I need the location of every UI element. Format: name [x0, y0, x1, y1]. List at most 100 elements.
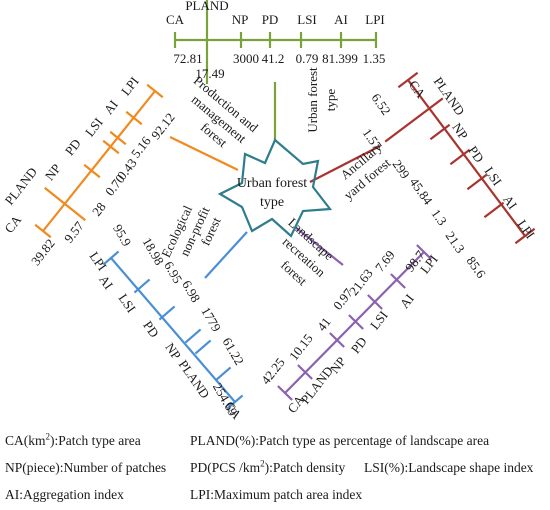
metric-value-landscape-ai: 7.69: [372, 247, 398, 274]
legend-ca-suffix: ):Patch type area: [50, 433, 141, 448]
tick-ecological-np: [158, 305, 176, 321]
metric-value-ancillary-ai: 21.3: [443, 229, 468, 256]
metric-name-production-lsi: LSI: [82, 115, 106, 140]
metric-name-urban_forest_type-pland: PLAND: [185, 0, 228, 13]
legend-ai: AI:Aggregation index: [5, 487, 124, 502]
metric-value-ecological-pland: 61.22: [220, 335, 248, 368]
metric-value-urban_forest_type-np: 3000: [233, 51, 259, 66]
tick-production-ca: [34, 223, 52, 239]
center-label-line1: Urban forest: [237, 176, 307, 191]
metric-value-ecological-pd: 6.98: [179, 278, 203, 305]
branch-stem-production: [169, 136, 239, 171]
metric-name-production-ca: CA: [1, 212, 24, 236]
metric-value-production-ai: 5.16: [128, 133, 154, 161]
tick-ancillary-ca: [397, 71, 419, 89]
metric-name-landscape-lsi: LSI: [367, 308, 391, 333]
tick-landscape-ai: [390, 273, 406, 289]
metric-value-ecological-lpi: 95.9: [110, 222, 134, 249]
legend-pd-sup: 2: [260, 458, 265, 469]
metric-value-ecological-ca: 254.69: [210, 380, 241, 418]
branch-axis-ecological: [110, 257, 236, 403]
metric-value-ancillary-pd: 45.84: [407, 175, 436, 208]
metric-value-landscape-lsi: 21.63: [346, 266, 376, 298]
metric-name-urban_forest_type-ca: CA: [166, 12, 185, 27]
branch-axis-landscape: [284, 251, 425, 394]
tick-production-ai: [125, 110, 143, 126]
tick-ecological-pland: [133, 278, 151, 294]
metric-name-urban_forest_type-np: NP: [232, 12, 249, 27]
metric-value-landscape-pland: 10.15: [286, 331, 316, 363]
tick-ecological-lsi: [194, 339, 212, 355]
branch-urban_forest_type: CA72.81PLAND17.49NP3000PD41.2LSI0.79AI81…: [166, 0, 385, 140]
branch-axis-production: [42, 90, 156, 232]
center-layer: Urban forest type: [217, 138, 333, 238]
metric-name-production-lpi: LPI: [118, 74, 142, 99]
tick-ancillary-lsi: [466, 173, 488, 191]
metric-value-ancillary-lsi: 1.3: [428, 206, 450, 228]
tick-ancillary-pd: [449, 148, 471, 166]
legend-ca-sup: 2: [45, 431, 51, 442]
metric-name-production-pland: PLAND: [2, 164, 41, 207]
tick-landscape-pland: [297, 364, 313, 380]
center-pentagon: [217, 138, 333, 238]
tick-ecological-ai: [214, 366, 232, 382]
metric-value-urban_forest_type-ca: 72.81: [173, 51, 202, 66]
tick-landscape-lpi: [416, 244, 432, 260]
metric-name-ancillary-lsi: LSI: [482, 164, 505, 189]
tick-production-np: [83, 163, 101, 179]
tick-landscape-np: [329, 332, 345, 348]
metric-value-urban_forest_type-pd: 41.2: [262, 51, 285, 66]
tick-ecological-lpi: [226, 394, 244, 410]
metric-value-ancillary-lpi: 85.6: [464, 254, 490, 282]
legend-pd-suffix: ):Patch density: [264, 460, 346, 475]
metric-name-ecological-pland: PLAND: [176, 357, 213, 401]
tick-production-lpi: [146, 83, 164, 99]
branch-axis-ancillary: [407, 79, 526, 237]
metric-value-urban_forest_type-lsi: 0.79: [296, 51, 319, 66]
tick-ecological-pd: [184, 328, 202, 344]
legend-lpi: LPI:Maximum patch area index: [190, 487, 363, 502]
metric-value-ecological-lsi: 6.95: [161, 259, 185, 286]
metric-name-production-pd: PD: [62, 136, 84, 158]
urban-forest-diagram: CA72.81PLAND17.49NP3000PD41.2LSI0.79AI81…: [1, 0, 538, 420]
branch-label-urban_forest_type-line2: type: [323, 89, 338, 112]
legend-pd: PD(PCS /km2):Patch density: [190, 458, 346, 476]
branch-stem-ecological: [204, 231, 248, 279]
tick-production-lsi: [109, 130, 127, 146]
legend-ca: CA(km2):Patch type area: [5, 431, 141, 449]
metric-name-ecological-ca: CA: [222, 398, 245, 420]
metric-value-landscape-ca: 42.25: [258, 355, 288, 387]
legend-pland: PLAND(%):Patch type as percentage of lan…: [190, 433, 490, 448]
center-label-line2: type: [260, 195, 284, 210]
tick-ancillary-ai: [483, 201, 505, 219]
tick-landscape-lsi: [367, 294, 383, 310]
metric-value-production-ca: 39.82: [28, 236, 58, 268]
metric-name-urban_forest_type-lsi: LSI: [297, 12, 317, 27]
metric-name-ecological-ai: AI: [96, 272, 116, 292]
tick-ancillary-lpi: [514, 227, 536, 245]
legend-pd-prefix: PD(PCS /km: [190, 460, 261, 475]
metric-name-ecological-pd: PD: [140, 318, 162, 340]
tick-ancillary-pland: [384, 97, 444, 143]
metric-name-ancillary-pland: PLAND: [431, 74, 468, 118]
branch-stem-ancillary: [309, 145, 381, 183]
metric-name-landscape-ai: AI: [397, 291, 417, 311]
metric-value-urban_forest_type-lpi: 1.35: [363, 51, 386, 66]
tick-ancillary-np: [429, 123, 451, 141]
metric-name-landscape-pd: PD: [348, 334, 370, 356]
metric-value-ancillary-np: 299: [390, 157, 413, 182]
metric-value-ecological-np: 1779: [198, 304, 224, 334]
tick-ecological-ca: [102, 250, 120, 266]
tick-production-pland: [44, 186, 86, 222]
metric-value-production-np: 28: [89, 199, 109, 218]
metric-name-ecological-np: NP: [162, 340, 184, 362]
metric-name-urban_forest_type-lpi: LPI: [365, 12, 385, 27]
metric-name-production-np: NP: [42, 161, 64, 183]
tick-landscape-pd: [348, 314, 364, 330]
branch-stem-landscape: [294, 226, 344, 266]
metric-name-ecological-lsi: LSI: [116, 291, 139, 316]
tick-production-pd: [102, 139, 120, 155]
metric-value-production-pland: 9.57: [61, 218, 87, 246]
